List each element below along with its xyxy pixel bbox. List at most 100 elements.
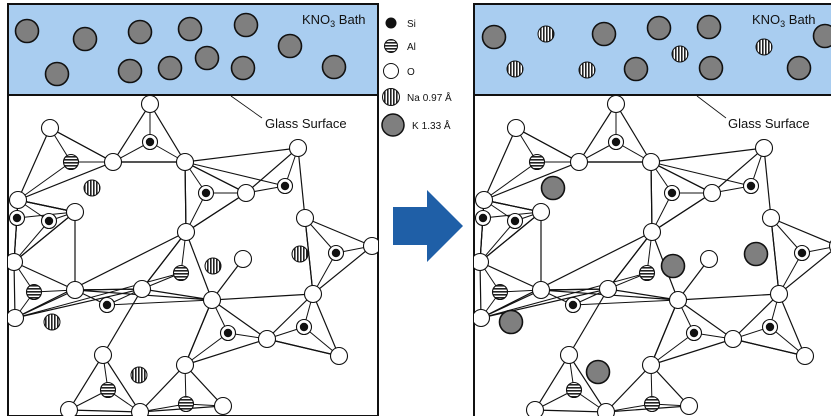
bond: [184, 161, 286, 187]
silicon-atom: [510, 216, 520, 226]
sodium-ion: [671, 45, 689, 63]
bond: [483, 161, 538, 201]
sodium-ion: [130, 366, 148, 384]
bond: [607, 231, 653, 290]
surface-label: Glass Surface: [265, 116, 347, 131]
bond: [650, 299, 679, 366]
oxygen-atom: [362, 236, 378, 256]
potassium-ion: [660, 253, 686, 279]
oxygen-atom: [525, 400, 545, 416]
oxygen-atom: [531, 280, 551, 300]
oxygen-atom: [769, 284, 789, 304]
aluminum-atom: [99, 381, 117, 399]
bond: [572, 299, 679, 306]
bond: [211, 293, 314, 301]
bath-ions: [14, 12, 347, 87]
silicon-atom: [797, 248, 807, 258]
silicon-atom: [299, 322, 309, 332]
aluminum-atom: [528, 153, 546, 171]
bond: [184, 299, 213, 366]
oxygen-atom: [474, 308, 491, 328]
oxygen-atom: [506, 118, 526, 138]
oxygen-atom: [606, 95, 626, 114]
after-panel: KNO3 Bath Glass Surface: [473, 3, 831, 416]
silicon-atom: [568, 300, 578, 310]
potassium-ion: [233, 12, 259, 38]
silicon-atom: [145, 137, 155, 147]
glass-lattice: [474, 95, 831, 416]
aluminum-atom: [25, 283, 43, 301]
potassium-ion-icon: [381, 113, 405, 137]
sodium-ion-icon: [382, 88, 400, 106]
right-arrow-icon: [393, 190, 463, 262]
bond: [568, 288, 609, 356]
tetrahedron: [533, 353, 608, 413]
potassium-ion: [743, 241, 769, 267]
silicon-atom: [331, 248, 341, 258]
oxygen-atom: [699, 249, 719, 269]
legend-label-si: Si: [407, 19, 416, 30]
potassium-ion: [44, 61, 70, 87]
bond: [297, 147, 306, 219]
potassium-ion: [127, 19, 153, 45]
potassium-ion: [194, 45, 220, 71]
sodium-ion: [537, 25, 555, 43]
silicon-atom: [280, 181, 290, 191]
legend-item-o: O: [383, 63, 415, 79]
bond: [515, 127, 580, 163]
surface-pointer: [230, 95, 263, 119]
potassium-ion: [14, 18, 40, 44]
bond: [185, 231, 213, 301]
bond: [49, 127, 114, 163]
silicon-atom-icon: [385, 17, 397, 29]
bond: [763, 147, 772, 219]
bond: [266, 338, 340, 357]
sodium-ion: [43, 313, 61, 331]
aluminum-atom-icon: [384, 39, 398, 53]
tetrahedron: [13, 261, 77, 319]
bond: [540, 288, 609, 291]
bond: [17, 161, 72, 201]
legend-label-al: Al: [407, 42, 416, 53]
oxygen-atom: [474, 252, 490, 272]
silicon-atom: [44, 216, 54, 226]
silicon-atom: [765, 322, 775, 332]
oxygen-atom: [8, 252, 24, 272]
oxygen-atom-icon: [383, 63, 399, 79]
bath-label: KNO3 Bath: [752, 12, 816, 29]
potassium-ion: [117, 58, 143, 84]
oxygen-atom: [40, 118, 60, 138]
oxygen-atom: [130, 402, 150, 416]
bond: [185, 192, 247, 233]
aluminum-atom: [643, 395, 661, 413]
glass-lattice: [8, 95, 378, 416]
sodium-ion: [755, 38, 773, 56]
bond: [483, 199, 542, 213]
silicon-atom: [102, 300, 112, 310]
bond: [732, 338, 806, 357]
bond: [650, 161, 752, 187]
aluminum-atom: [491, 283, 509, 301]
oxygen-atom: [8, 308, 25, 328]
bond: [102, 288, 143, 356]
oxygen-atom: [233, 249, 253, 269]
legend-item-al: Al: [384, 39, 416, 53]
surface-pointer: [696, 95, 727, 119]
oxygen-atom: [795, 346, 815, 366]
bond: [17, 199, 76, 213]
tetrahedron: [67, 353, 142, 413]
potassium-ion: [786, 55, 812, 81]
oxygen-atom: [175, 152, 195, 172]
bath-ions: [481, 14, 831, 82]
bond: [141, 231, 187, 290]
silicon-atom: [223, 328, 233, 338]
potassium-ion: [623, 56, 649, 82]
potassium-ion: [481, 24, 507, 50]
potassium-ion: [696, 14, 722, 40]
oxygen-atom: [59, 400, 79, 416]
aluminum-atom: [172, 264, 190, 282]
aluminum-atom: [62, 153, 80, 171]
aluminum-atom: [565, 381, 583, 399]
oxygen-atom: [596, 402, 616, 416]
